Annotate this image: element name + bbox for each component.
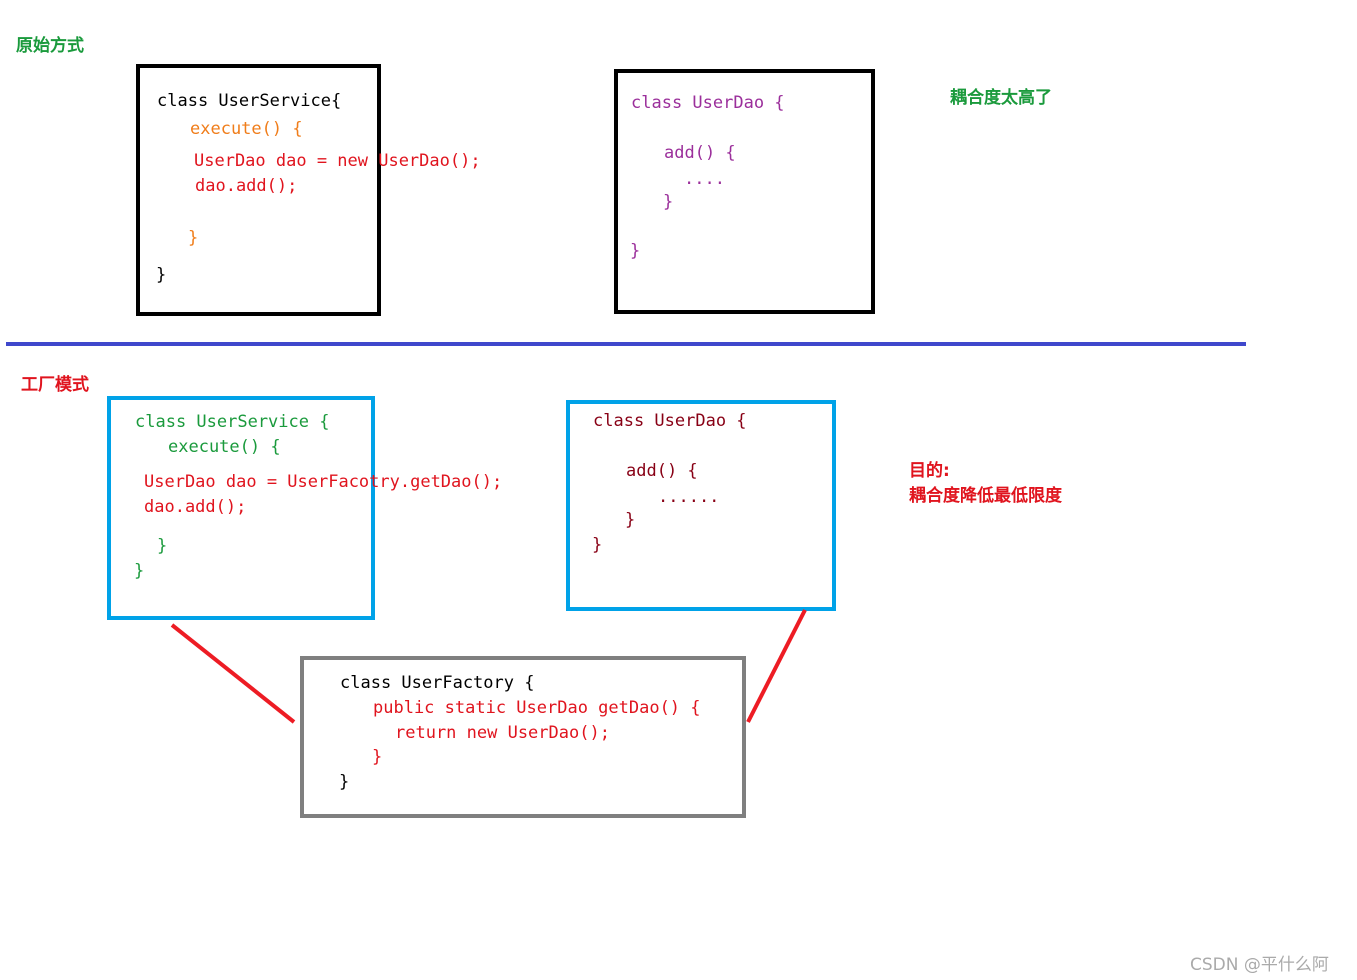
user-factory-get-dao-line: public static UserDao getDao() { [373,698,701,718]
factory-service-class-line: class UserService { [135,412,330,432]
original-dao-add-close: } [663,192,674,212]
user-factory-method-close: } [372,747,383,767]
original-service-new-dao-line: UserDao dao = new UserDao(); [194,151,481,171]
factory-dao-class-close: } [592,535,603,555]
factory-dao-add-line: add() { [626,461,698,481]
original-service-class-line: class UserService{ [157,91,342,111]
original-service-execute-close: } [188,228,199,248]
user-factory-class-line: class UserFactory { [340,673,535,693]
section-label-factory: 工厂模式 [21,375,89,395]
factory-service-add-line: dao.add(); [144,497,247,517]
original-dao-class-line: class UserDao { [631,93,785,113]
section-label-original: 原始方式 [16,36,84,56]
factory-dao-add-close: } [625,510,636,530]
dao-to-factory-connector [746,609,807,723]
factory-service-get-dao-line: UserDao dao = UserFacotry.getDao(); [144,472,503,492]
original-service-add-line: dao.add(); [195,176,298,196]
original-service-execute-line: execute() { [190,119,303,139]
factory-service-execute-close: } [157,536,168,556]
goal-text: 耦合度降低最低限度 [909,486,1062,506]
factory-dao-box [566,400,836,611]
goal-title: 目的: [909,461,950,481]
user-factory-box [300,656,746,818]
csdn-watermark: CSDN @平什么阿 [1190,955,1329,975]
original-service-box [136,64,381,316]
factory-dao-class-line: class UserDao { [593,411,747,431]
factory-service-execute-line: execute() { [168,437,281,457]
coupling-too-high-note: 耦合度太高了 [950,88,1052,108]
original-service-class-close: } [156,265,167,285]
service-to-factory-connector [170,623,296,724]
original-dao-add-line: add() { [664,143,736,163]
section-divider [6,342,1246,346]
factory-service-class-close: } [134,561,145,581]
factory-dao-body-dots: ...... [658,487,720,507]
user-factory-class-close: } [339,772,350,792]
original-dao-body-dots: .... [684,169,725,189]
user-factory-return-line: return new UserDao(); [395,723,610,743]
factory-service-box [107,396,375,620]
original-dao-box [614,69,875,314]
original-dao-class-close: } [630,241,641,261]
